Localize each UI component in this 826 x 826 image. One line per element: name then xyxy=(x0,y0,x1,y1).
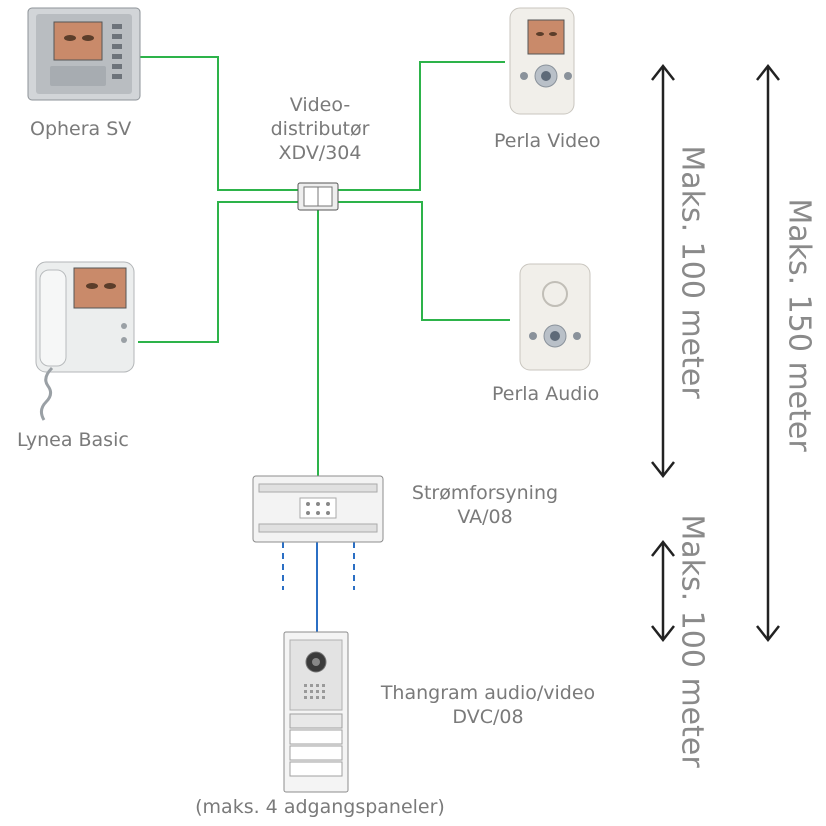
power-supply-label-line1: Strømforsyning xyxy=(411,482,559,504)
wire-perla-video xyxy=(335,61,505,191)
ophera-sv-device xyxy=(27,7,141,101)
panel-label-line2: DVC/08 xyxy=(452,705,524,728)
wire-perla-audio xyxy=(335,201,510,321)
power-supply-label: Strømforsyning VA/08 xyxy=(395,482,575,530)
ophera-sv-label: Ophera SV xyxy=(30,118,132,140)
perla-video-device xyxy=(509,7,575,115)
panel-label-line1: Thangram audio/video xyxy=(380,682,596,704)
arrow-upper-100m xyxy=(651,63,675,479)
distributor-label: Video- distributør XDV/304 xyxy=(270,94,370,165)
thangram-panel-device xyxy=(283,631,349,793)
panel-label: Thangram audio/video DVC/08 xyxy=(355,682,621,730)
power-supply-device xyxy=(252,475,384,543)
wire-lynea xyxy=(138,201,300,343)
lynea-basic-label: Lynea Basic xyxy=(17,429,129,451)
video-distributor-device xyxy=(297,182,339,211)
distance-upper-label: Maks. 100 meter xyxy=(674,145,710,399)
lynea-basic-device xyxy=(35,261,135,421)
power-supply-label-line2: VA/08 xyxy=(457,505,513,528)
arrow-total-150m xyxy=(756,63,780,643)
arrow-lower-100m xyxy=(651,539,675,643)
distance-arrows xyxy=(651,63,780,643)
distributor-label-line3: XDV/304 xyxy=(278,141,362,164)
distance-lower-label: Maks. 100 meter xyxy=(674,514,710,768)
perla-video-label: Perla Video xyxy=(494,130,601,152)
video-wiring xyxy=(138,56,510,476)
distance-total-label: Maks. 150 meter xyxy=(781,198,817,452)
wire-ophera xyxy=(138,56,300,191)
bus-wiring xyxy=(282,540,355,632)
panel-note: (maks. 4 adgangspaneler) xyxy=(195,796,445,818)
distributor-label-line1: Video- xyxy=(289,94,351,116)
perla-audio-device xyxy=(519,263,591,371)
perla-audio-label: Perla Audio xyxy=(492,383,600,405)
distributor-label-line2: distributør xyxy=(270,117,370,140)
